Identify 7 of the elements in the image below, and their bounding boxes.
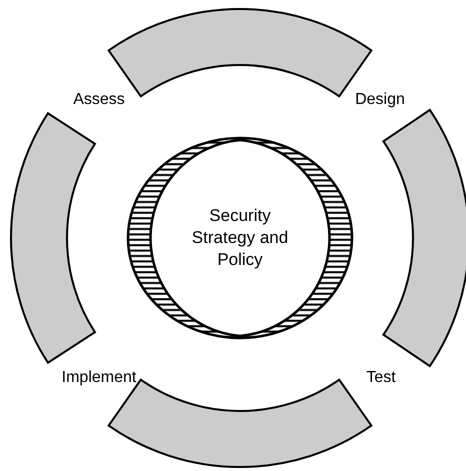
phase-label: Implement	[62, 369, 136, 387]
phase-label: Design	[355, 91, 405, 109]
circle-label: Security Strategy and Policy	[190, 205, 290, 271]
phase-label: Assess	[73, 91, 125, 109]
arc-segment	[10, 112, 96, 364]
phase-label: Test	[366, 369, 396, 387]
arc-segment	[382, 108, 466, 368]
